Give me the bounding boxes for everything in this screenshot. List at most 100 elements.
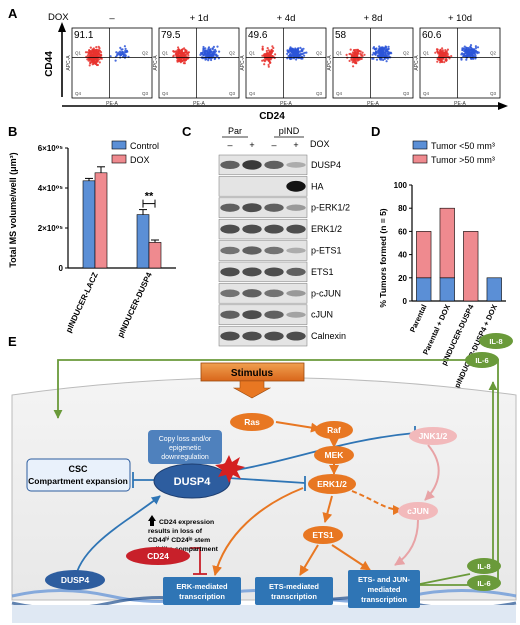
quadrant-label-1: Q1 [249, 50, 256, 55]
dusp4-main-label: DUSP4 [174, 476, 212, 488]
flow-event-dot [209, 49, 212, 52]
flow-event-dot [436, 57, 439, 61]
plot-xlabel: PE-A [454, 101, 466, 107]
blot-label: p-ETS1 [311, 246, 342, 256]
flow-event-dot [381, 49, 384, 52]
flow-event-dot [96, 57, 99, 61]
erk-tx-line-1: ERK-mediated [176, 582, 228, 591]
quadrant-label-3: Q3 [490, 91, 497, 96]
copy-loss-box [148, 430, 222, 464]
flow-event-dot [124, 49, 127, 52]
flow-event-dot [207, 52, 211, 55]
blot-strip [218, 197, 308, 218]
mapk-arrows [212, 421, 403, 576]
up-arrow-icon [148, 515, 156, 526]
chart-d-bar-segment [439, 277, 455, 302]
mek-node [314, 446, 354, 464]
flow-event-dot [356, 52, 359, 55]
etsjun-tx-line-3: transcription [361, 595, 407, 604]
flow-event-dot [380, 53, 383, 56]
flow-event-dot [172, 50, 175, 53]
flow-event-dot [378, 45, 381, 48]
flow-event-dot [89, 51, 92, 54]
chart-d-ytick-label: 20 [398, 274, 407, 283]
il8-top-badge [479, 333, 513, 349]
ets-transcription-box [255, 577, 333, 605]
flow-event-dot [205, 57, 208, 61]
flow-event-dot [126, 50, 129, 53]
flow-event-dot [354, 48, 357, 52]
flow-event-dot [177, 54, 180, 57]
flow-event-dot [274, 53, 277, 56]
flow-event-dot [211, 52, 214, 55]
flow-event-dot [98, 49, 101, 52]
flow-event-dot [183, 62, 186, 65]
flow-event-dot [265, 53, 268, 56]
quadrant-label-1: Q1 [162, 50, 169, 55]
etsjun-tx-line-1: ETS- and JUN- [358, 575, 411, 584]
flow-event-dot [384, 51, 387, 54]
flow-event-dot [441, 49, 444, 52]
flow-event-dot [299, 46, 302, 50]
cd24-note-line-2: results in loss of [148, 528, 203, 535]
blot-label: ERK1/2 [311, 224, 342, 234]
blot-band [264, 160, 284, 170]
quadrant-label-3: Q3 [403, 91, 410, 96]
chart-d-ytick-label: 40 [398, 251, 407, 260]
il8-bottom-label: IL-8 [477, 562, 490, 571]
chart-b-bar [148, 242, 162, 269]
cd24-note-line-1: CD24 expression [159, 519, 214, 526]
blot-label: cJUN [311, 310, 333, 320]
chart-d-bar-segment [416, 277, 432, 302]
panel-e: E Stimulus IL-8 IL-6 [8, 333, 517, 623]
cd24-label: CD24 [147, 551, 169, 561]
jnk-node [409, 427, 457, 445]
flow-event-dot [289, 47, 293, 50]
flow-event-dot [202, 45, 205, 49]
chart-b-bar [82, 180, 96, 269]
flow-event-dot [289, 54, 292, 57]
stimulus-label: Stimulus [231, 368, 274, 379]
blot-strip [218, 304, 308, 325]
flow-event-dot [299, 52, 303, 55]
flow-event-dot [356, 58, 359, 61]
plot-ylabel: APC-A [414, 55, 420, 71]
etsjun-tx-line-2: mediated [368, 585, 401, 594]
western-blots: –+–+DUSP4HAp-ERK1/2ERK1/2p-ETS1ETS1p-cJU… [218, 140, 350, 347]
flow-event-dot [87, 59, 90, 62]
deletion-burst-icon [215, 455, 245, 483]
flow-event-dot [202, 47, 205, 51]
flow-event-dot [350, 54, 353, 57]
flow-event-dot [371, 57, 374, 60]
flow-event-dot [381, 46, 384, 50]
cd24-inhibition [190, 547, 207, 575]
quadrant-label-3: Q3 [316, 91, 323, 96]
flow-event-dot [463, 53, 466, 56]
flow-event-dot [216, 45, 219, 48]
flow-event-dot [266, 57, 269, 61]
csc-subtitle: Compartment expansion [28, 476, 128, 486]
flow-event-dot [356, 54, 359, 58]
blot-band [220, 224, 240, 234]
chart-d-ytick-label: 0 [403, 297, 408, 306]
chart-d-bar-segment [463, 231, 479, 302]
flow-plot-frame [332, 27, 414, 99]
condition-label-1: + 1d [190, 13, 209, 24]
raf-label: Raf [327, 425, 341, 435]
cd24-arrowhead [498, 102, 508, 110]
ets-tx-line-2: transcription [271, 592, 317, 601]
flow-event-dot [387, 52, 390, 55]
flow-event-dot [184, 49, 187, 52]
flow-event-dot [286, 49, 289, 52]
quadrant-label-3: Q3 [229, 91, 236, 96]
chart-b-legend-swatch [111, 154, 127, 164]
flow-event-dot [474, 46, 478, 50]
chart-b-bar [94, 172, 108, 269]
flow-event-dot [302, 47, 305, 50]
flow-event-dot [96, 63, 99, 67]
quadrant-label-1: Q1 [423, 50, 430, 55]
condition-label-0: – [109, 13, 115, 24]
flow-event-dot [214, 48, 217, 52]
flow-event-dot [122, 52, 125, 55]
cd24-note-line-3: CD44ʰⁱ CD24ˡᵒ stem [148, 537, 210, 544]
